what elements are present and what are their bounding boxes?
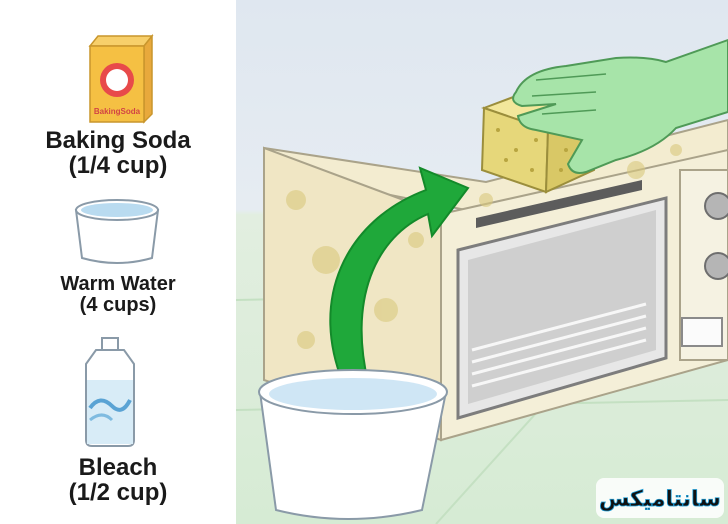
gloved-hand — [512, 38, 728, 174]
watermark-logo-mark: سانتامیکس — [596, 478, 724, 518]
bleach-label: Bleach (1/2 cup) — [0, 454, 236, 507]
watermark-logo: سانتامیکس — [596, 478, 724, 518]
bleach-bottle-icon — [85, 337, 135, 447]
supplies-panel: BakingSoda Baking Soda (1/4 cup) Warm Wa… — [0, 0, 236, 524]
oven-knob-top — [704, 192, 728, 220]
baking-soda-box-icon: BakingSoda — [88, 33, 154, 124]
bleach-name: Bleach — [78, 454, 158, 481]
watermark-text: سانتامیکس — [599, 487, 721, 512]
illustration-scene — [236, 0, 728, 524]
warm-water-name: Warm Water — [60, 273, 176, 295]
baking-soda-name: Baking Soda — [45, 127, 191, 154]
bleach-amount: (1/2 cup) — [68, 479, 168, 507]
baking-soda-amount: (1/4 cup) — [68, 152, 168, 180]
water-bucket — [258, 369, 448, 520]
grime-spots — [286, 144, 682, 349]
oven-knob-bottom — [704, 252, 728, 280]
water-bowl-icon — [74, 199, 160, 264]
oven-rack — [471, 302, 647, 388]
scene-drawing — [236, 38, 728, 524]
box-brand-text: BakingSoda — [94, 107, 141, 116]
baking-soda-label: Baking Soda (1/4 cup) — [0, 127, 236, 180]
direction-arrow — [329, 166, 470, 391]
warm-water-label: Warm Water (4 cups) — [0, 274, 236, 316]
warm-water-amount: (4 cups) — [79, 294, 157, 316]
